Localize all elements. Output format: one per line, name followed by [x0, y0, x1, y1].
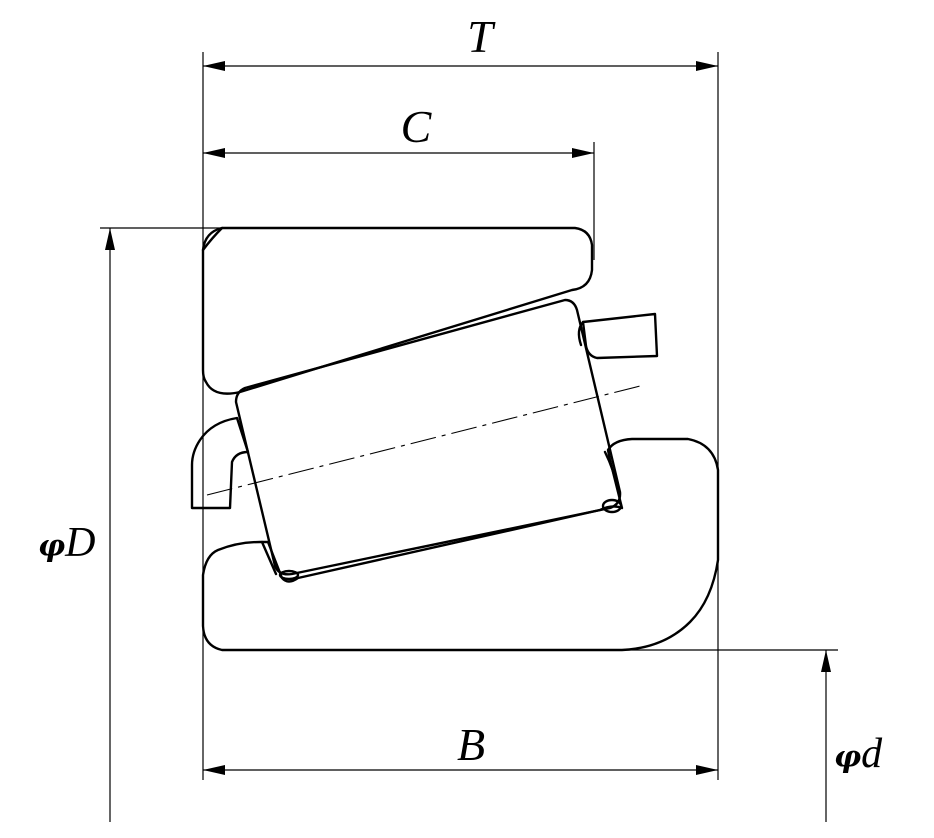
- roller-contact-right: [601, 498, 623, 514]
- dimension-label-bore-diameter: φd: [834, 731, 883, 777]
- arrowhead-t-right: [696, 61, 718, 71]
- cage-upper-inner-edge: [577, 320, 585, 347]
- arrowhead-c-left: [203, 148, 225, 158]
- inner-ring-rib: [603, 450, 620, 492]
- outer-ring-chamfer-line: [201, 226, 224, 252]
- cage-lower-section: [190, 416, 250, 510]
- arrowhead-bore-diameter: [821, 650, 831, 672]
- outer-ring-cup: [201, 226, 594, 395]
- dimension-label-t: T: [467, 11, 496, 62]
- cage-upper-section: [581, 312, 659, 360]
- roller-contact-left: [278, 569, 300, 581]
- dimension-label-c: C: [401, 101, 433, 152]
- arrowhead-c-right: [572, 148, 594, 158]
- arrowhead-t-left: [203, 61, 225, 71]
- arrowhead-b-right: [696, 765, 718, 775]
- arrowhead-b-left: [203, 765, 225, 775]
- tapered-roller: [234, 298, 622, 576]
- arrowhead-outside-diameter: [105, 228, 115, 250]
- dimension-label-outside-diameter: φD: [38, 520, 96, 566]
- roller-axis-centerline: [206, 385, 641, 496]
- dimension-label-b: B: [457, 719, 485, 770]
- inner-ring-raceway-edge: [260, 540, 278, 576]
- inner-ring-cone: [201, 437, 720, 652]
